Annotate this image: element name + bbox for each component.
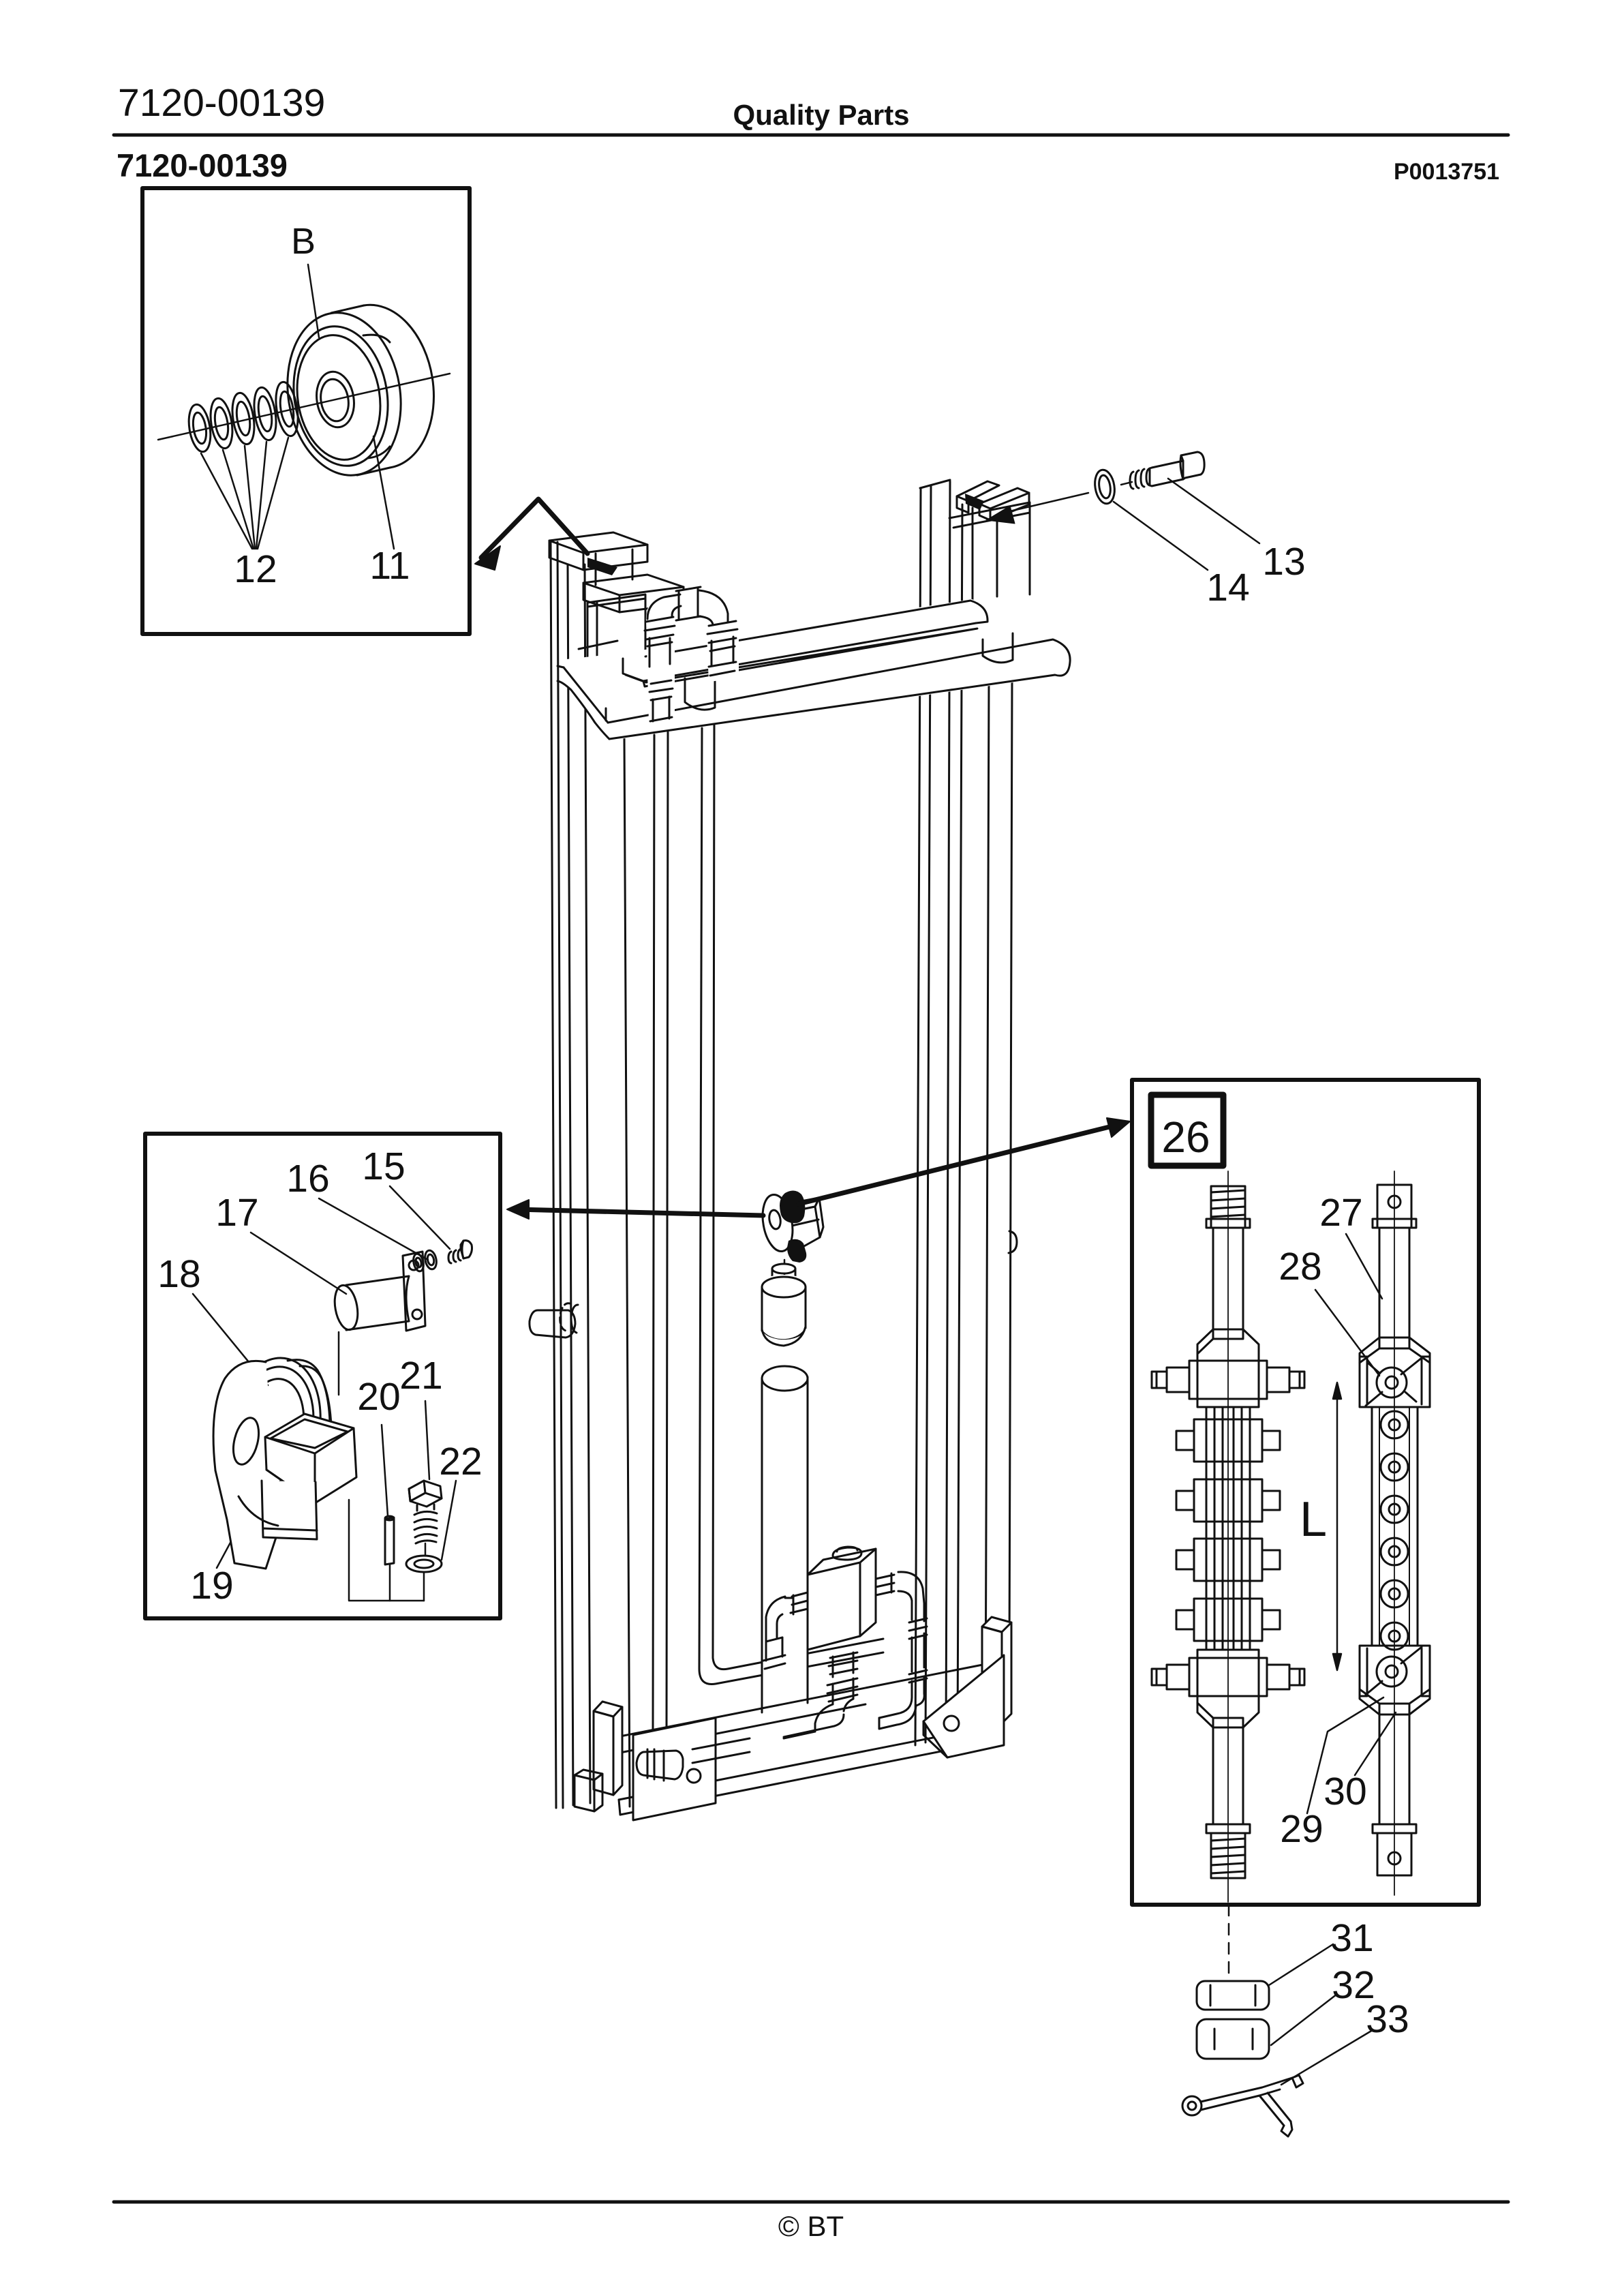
svg-text:7120-00139: 7120-00139	[117, 147, 288, 183]
svg-text:13: 13	[1262, 540, 1305, 584]
svg-text:16: 16	[286, 1157, 329, 1200]
svg-text:31: 31	[1330, 1916, 1373, 1960]
svg-text:18: 18	[157, 1252, 200, 1296]
svg-text:17: 17	[215, 1191, 258, 1235]
svg-text:20: 20	[357, 1375, 400, 1419]
svg-text:Quality Parts: Quality Parts	[733, 99, 909, 131]
svg-text:29: 29	[1280, 1807, 1323, 1851]
svg-text:12: 12	[234, 547, 277, 591]
svg-text:26: 26	[1161, 1113, 1210, 1162]
svg-text:7120-00139: 7120-00139	[118, 81, 325, 125]
svg-text:28: 28	[1279, 1245, 1321, 1288]
svg-text:21: 21	[399, 1354, 442, 1398]
svg-text:L: L	[1300, 1492, 1327, 1547]
svg-text:B: B	[291, 221, 316, 262]
svg-text:19: 19	[190, 1564, 233, 1607]
svg-text:14: 14	[1206, 566, 1249, 609]
svg-text:11: 11	[369, 544, 410, 588]
svg-text:© BT: © BT	[778, 2210, 844, 2242]
svg-text:33: 33	[1366, 1997, 1409, 2041]
svg-text:P0013751: P0013751	[1394, 159, 1499, 185]
svg-text:30: 30	[1323, 1770, 1366, 1813]
svg-text:15: 15	[362, 1145, 405, 1188]
svg-text:27: 27	[1319, 1191, 1362, 1235]
svg-text:32: 32	[1332, 1963, 1375, 2007]
svg-text:22: 22	[439, 1440, 482, 1483]
